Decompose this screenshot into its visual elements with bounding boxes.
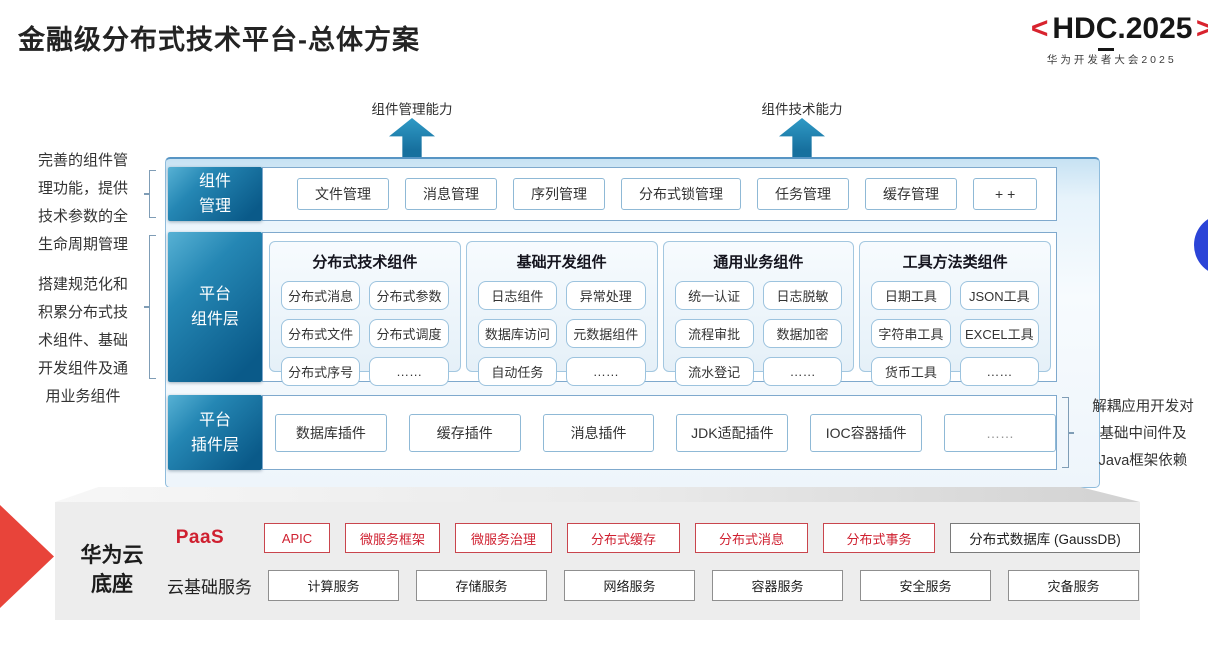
up-arrow-icon [779, 118, 825, 158]
group-item: 统一认证 [674, 281, 754, 310]
left-bracket-icon [144, 170, 156, 218]
cloud-service: 安全服务 [860, 570, 991, 601]
row-label-component-layer: 平台 组件层 [168, 232, 262, 382]
cloud-service: 容器服务 [712, 570, 843, 601]
group-item: 分布式调度 [369, 319, 449, 348]
group-item: …… [369, 357, 449, 386]
group-item: EXCEL工具 [959, 319, 1039, 348]
management-item: 任务管理 [757, 178, 849, 210]
logo-left-angle-icon: < [1030, 12, 1049, 45]
capability-label-management: 组件管理能力 [371, 102, 453, 117]
management-item: 文件管理 [297, 178, 389, 210]
logo-underlined-c: C [1095, 12, 1118, 51]
plugin-item: IOC容器插件 [810, 413, 923, 452]
plugin-item: …… [944, 413, 1056, 452]
group-item: 货币工具 [871, 357, 951, 386]
paas-service-row: APIC 微服务框架 微服务治理 分布式缓存 分布式消息 分布式事务 分布式数据… [264, 523, 1140, 553]
group-title: 通用业务组件 [713, 254, 804, 271]
group-item: 流水登记 [674, 357, 754, 386]
row-component-layer: 分布式技术组件 分布式消息 分布式参数 分布式文件 分布式调度 分布式序号 ……… [262, 232, 1057, 386]
cloud-base-top-face [55, 487, 1140, 502]
management-item: ++ [973, 178, 1038, 210]
red-arrow-icon [0, 505, 54, 608]
paas-service: 微服务治理 [455, 523, 552, 553]
plugin-item: JDK适配插件 [676, 413, 789, 452]
cloud-base-label: 华为云 底座 [80, 544, 144, 596]
group-item: 数据库访问 [477, 319, 558, 348]
group-item: JSON工具 [959, 281, 1039, 310]
group-item: 流程审批 [674, 319, 754, 348]
capability-label-technology: 组件技术能力 [761, 102, 843, 117]
group-item: 日志脱敏 [762, 281, 843, 310]
logo-prefix: HD [1052, 12, 1096, 45]
management-item: 缓存管理 [865, 178, 957, 210]
group-title: 分布式技术组件 [312, 254, 418, 271]
left-bracket-icon [144, 235, 156, 379]
row-component-management: 文件管理 消息管理 序列管理 分布式锁管理 任务管理 缓存管理 ++ [262, 167, 1057, 221]
cloud-service: 灾备服务 [1008, 570, 1139, 601]
group-title: 工具方法类组件 [902, 254, 1008, 271]
right-bracket-icon [1062, 397, 1074, 468]
iaas-label: 云基础服务 [167, 578, 252, 597]
group-tool-methods: 工具方法类组件 日期工具 JSON工具 字符串工具 EXCEL工具 货币工具 …… [859, 241, 1051, 386]
group-item: …… [762, 357, 843, 386]
paas-service: 分布式消息 [695, 523, 808, 553]
paas-service: 分布式缓存 [567, 523, 680, 553]
cloud-service: 计算服务 [268, 570, 399, 601]
group-item: 分布式参数 [369, 281, 449, 310]
paas-label: PaaS [175, 527, 225, 548]
decorative-circle [1194, 214, 1208, 276]
paas-service: 分布式事务 [823, 523, 935, 553]
row-label-plugin-layer: 平台 插件层 [168, 395, 262, 470]
group-item: 数据加密 [762, 319, 843, 348]
paas-service: APIC [264, 523, 330, 553]
group-grid: 日志组件 异常处理 数据库访问 元数据组件 自动任务 …… [467, 279, 657, 398]
group-item: 分布式消息 [281, 281, 361, 310]
hdc-logo: < HD C .2025 < 华为开发者大会2025 [1031, 12, 1208, 67]
management-item: 序列管理 [513, 178, 605, 210]
group-item: 分布式序号 [281, 357, 361, 386]
note-decoupling: 解耦应用开发对 基础中间件及 Java框架依赖 [1092, 399, 1194, 469]
group-title: 基础开发组件 [516, 254, 607, 271]
row-label-component-management: 组件 管理 [168, 167, 262, 221]
group-grid: 统一认证 日志脱敏 流程审批 数据加密 流水登记 …… [664, 279, 854, 398]
cloud-base-panel [55, 502, 1140, 620]
cloud-service: 存储服务 [416, 570, 547, 601]
row-plugin-layer: 数据库插件 缓存插件 消息插件 JDK适配插件 IOC容器插件 …… [262, 395, 1057, 470]
management-item: 分布式锁管理 [621, 178, 741, 210]
page-title: 金融级分布式技术平台-总体方案 [18, 25, 420, 55]
group-distributed-tech: 分布式技术组件 分布式消息 分布式参数 分布式文件 分布式调度 分布式序号 …… [269, 241, 461, 386]
note-management-capability: 完善的组件管理功能，提供技术参数的全生命周期管理 [37, 152, 128, 253]
group-item: 异常处理 [566, 281, 646, 310]
cloud-service: 网络服务 [564, 570, 695, 601]
group-grid: 日期工具 JSON工具 字符串工具 EXCEL工具 货币工具 …… [860, 279, 1050, 398]
logo-right-angle-icon: < [1196, 12, 1208, 46]
group-common-business: 通用业务组件 统一认证 日志脱敏 流程审批 数据加密 流水登记 …… [662, 241, 855, 386]
plugin-item: 数据库插件 [275, 413, 387, 452]
group-basic-dev: 基础开发组件 日志组件 异常处理 数据库访问 元数据组件 自动任务 …… [465, 241, 658, 386]
group-item: 分布式文件 [281, 319, 361, 348]
group-item: 元数据组件 [566, 319, 646, 348]
up-arrow-icon [389, 118, 435, 158]
group-item: 自动任务 [477, 357, 558, 386]
plugin-item: 消息插件 [542, 413, 655, 452]
group-item: 日期工具 [871, 281, 951, 310]
group-grid: 分布式消息 分布式参数 分布式文件 分布式调度 分布式序号 …… [270, 279, 460, 398]
paas-service: 微服务框架 [345, 523, 440, 553]
hdc-logo-text: < HD C .2025 < [1030, 12, 1208, 51]
group-item: …… [566, 357, 646, 386]
group-item: 日志组件 [477, 281, 558, 310]
logo-suffix: .2025 [1117, 12, 1193, 45]
iaas-service-row: 计算服务 存储服务 网络服务 容器服务 安全服务 灾备服务 [268, 570, 1139, 601]
gaussdb-service: 分布式数据库 (GaussDB) [950, 523, 1140, 553]
logo-subtitle: 华为开发者大会2025 [1046, 54, 1177, 66]
note-component-capability: 搭建规范化和积累分布式技术组件、基础开发组件及通用业务组件 [37, 276, 128, 405]
plugin-item: 缓存插件 [408, 413, 521, 452]
group-item: 字符串工具 [871, 319, 951, 348]
group-item: …… [959, 357, 1039, 386]
management-item: 消息管理 [405, 178, 497, 210]
